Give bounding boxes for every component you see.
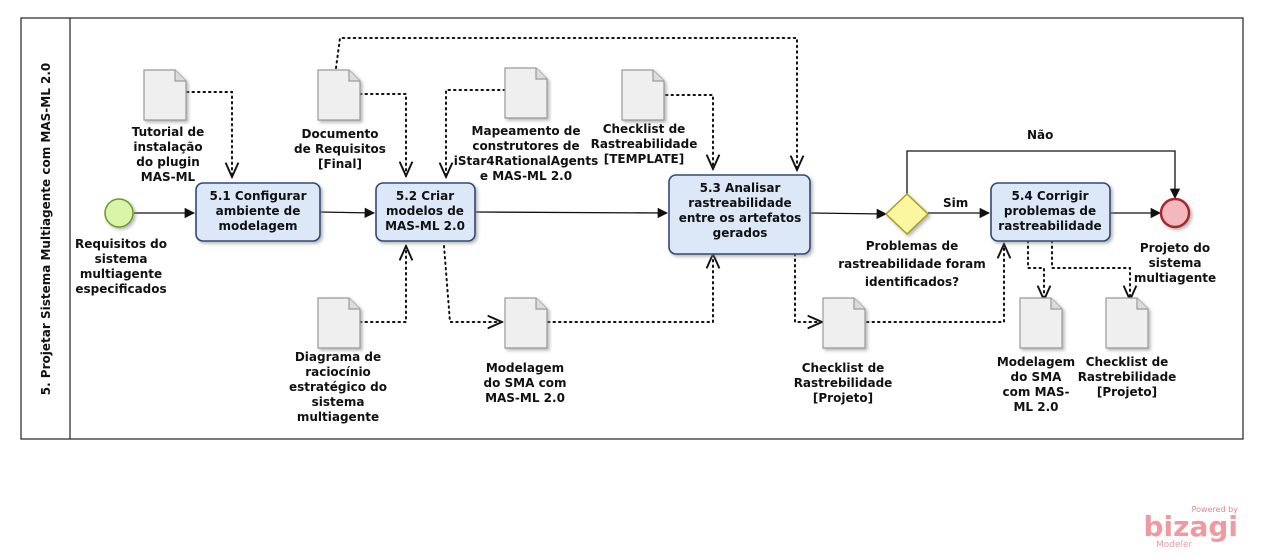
flow-no-label: Não: [1027, 128, 1053, 142]
assoc-requisitos-52: [359, 93, 406, 176]
document-fold: [348, 298, 360, 310]
flow-yes-label: Sim: [943, 196, 968, 210]
flow-51-52: [319, 207, 376, 219]
assoc-54-checklist2: [1051, 240, 1130, 300]
associations: [186, 37, 1130, 323]
gateway[interactable]: [884, 192, 930, 236]
document-fold: [652, 70, 664, 82]
document-icon: [504, 297, 548, 349]
assoc-diagrama-52: [359, 246, 406, 323]
assoc-modelagem1-53: [547, 254, 713, 323]
document-icon: [621, 69, 665, 121]
pool-label: 5. Projetar Sistema Multiagente com MAS-…: [39, 63, 53, 396]
document-icon: [1019, 297, 1063, 349]
assoc-mapeamento-52: [446, 89, 506, 177]
branding-powered: Powered by: [1192, 505, 1239, 514]
assoc-requisitos-53: [335, 37, 797, 170]
assoc-53-checklist1: [794, 253, 822, 322]
start-event[interactable]: [104, 198, 134, 228]
document-fold: [348, 70, 360, 82]
document-fold: [1136, 298, 1148, 310]
assoc-tutorial-51: [186, 91, 232, 177]
document-fold: [174, 70, 186, 82]
flow-53-gateway: [809, 208, 888, 220]
assoc-checklist1-54: [866, 244, 1004, 323]
flow-52-53: [474, 207, 669, 219]
end-event[interactable]: [1159, 197, 1191, 229]
flow-gateway-end-no: [906, 150, 1181, 200]
document-fold: [853, 298, 865, 310]
document-icon: [1105, 297, 1149, 349]
document-icon: [317, 69, 361, 121]
assoc-52-modelagem1: [443, 245, 502, 322]
branding-sub: Modeler: [1156, 540, 1193, 550]
branding-logo: bizagi: [1144, 510, 1238, 543]
document-icon: [822, 297, 866, 349]
document-fold: [535, 68, 547, 80]
document-icon: [504, 67, 548, 119]
assoc-template-53: [665, 94, 713, 169]
document-fold: [535, 298, 547, 310]
document-icon: [317, 297, 361, 349]
assoc-54-modelagem2: [1027, 240, 1044, 300]
document-icon: [143, 69, 187, 121]
sequence-flows: [134, 150, 1181, 220]
document-fold: [1050, 298, 1062, 310]
